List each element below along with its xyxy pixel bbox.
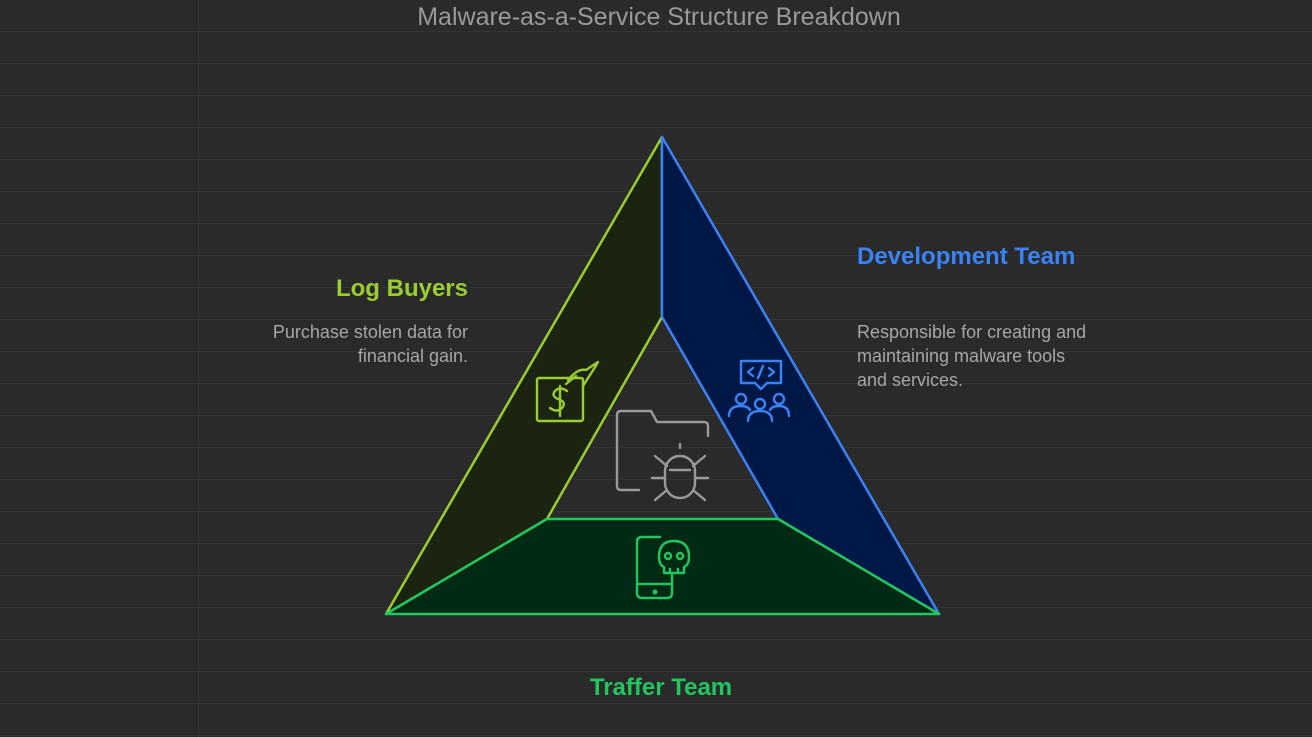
developers-code-icon (727, 359, 791, 423)
money-hand-icon (535, 360, 600, 423)
development-team-description: Responsible for creating and maintaining… (857, 322, 1087, 390)
traffer-team-heading: Traffer Team (589, 674, 733, 701)
margin-rule (198, 0, 199, 737)
diagram-title: Malware-as-a-Service Structure Breakdown (417, 3, 901, 31)
log-buyers-description: Purchase stolen data for financial gain. (272, 322, 468, 366)
development-team-heading: Development Team (857, 243, 1076, 270)
folder-bug-icon (615, 409, 710, 502)
phone-skull-icon (635, 535, 691, 600)
log-buyers-heading: Log Buyers (335, 275, 468, 302)
